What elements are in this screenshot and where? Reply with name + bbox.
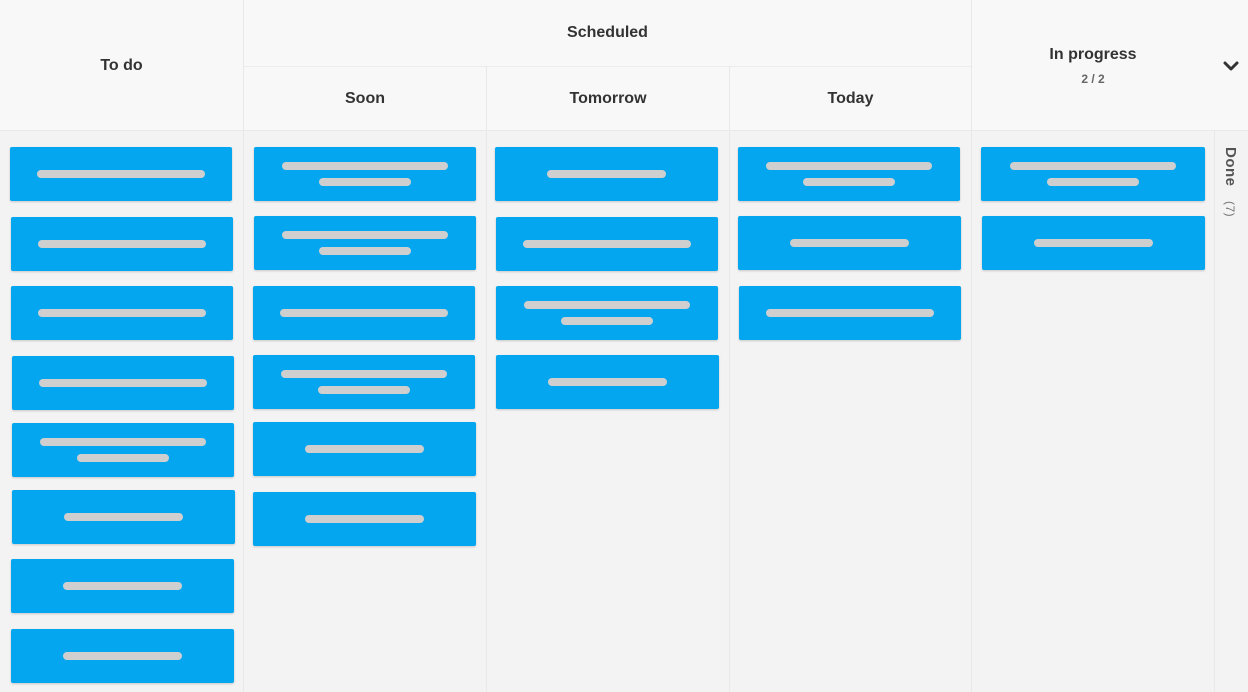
- task-card[interactable]: [11, 559, 234, 613]
- column-done-collapsed[interactable]: Done (7): [1214, 131, 1248, 692]
- task-card[interactable]: [496, 286, 718, 340]
- column-in-progress: [972, 131, 1214, 692]
- task-card[interactable]: [254, 216, 476, 270]
- placeholder-bar: [305, 515, 424, 523]
- column-title-done: Done: [1222, 147, 1239, 187]
- task-card[interactable]: [739, 286, 961, 340]
- column-group-header-scheduled: Scheduled: [244, 0, 971, 66]
- column-header-today: Today: [730, 66, 971, 131]
- placeholder-bar: [318, 386, 410, 394]
- task-card[interactable]: [12, 356, 234, 410]
- column-todo: [0, 131, 243, 692]
- column-group-title-scheduled: Scheduled: [567, 24, 648, 41]
- task-card[interactable]: [738, 216, 961, 270]
- header-divider: [244, 66, 971, 67]
- placeholder-bar: [63, 582, 182, 590]
- placeholder-bar: [282, 162, 448, 170]
- placeholder-bar: [766, 162, 932, 170]
- placeholder-bar: [281, 370, 447, 378]
- column-header-todo: To do: [0, 0, 243, 131]
- wip-limit-count: 2 / 2: [1081, 71, 1105, 86]
- board-header: To do Scheduled Soon Tomorrow Today In p…: [0, 0, 1248, 131]
- task-card[interactable]: [495, 147, 718, 201]
- task-card[interactable]: [254, 147, 476, 201]
- column-separator: [971, 0, 972, 692]
- task-card[interactable]: [11, 286, 233, 340]
- task-card[interactable]: [496, 355, 719, 409]
- column-separator: [486, 66, 487, 692]
- placeholder-bar: [39, 379, 207, 387]
- placeholder-bar: [548, 378, 667, 386]
- column-header-soon: Soon: [244, 66, 486, 131]
- column-today: [730, 131, 971, 692]
- placeholder-bar: [547, 170, 666, 178]
- board-columns: [0, 131, 1248, 692]
- column-soon: [244, 131, 486, 692]
- placeholder-bar: [1010, 162, 1176, 170]
- column-title-soon: Soon: [345, 89, 385, 107]
- placeholder-bar: [77, 454, 169, 462]
- placeholder-bar: [280, 309, 448, 317]
- column-title-todo: To do: [100, 56, 143, 74]
- done-count: (7): [1223, 201, 1237, 218]
- placeholder-bar: [37, 170, 205, 178]
- task-card[interactable]: [981, 147, 1205, 201]
- placeholder-bar: [803, 178, 895, 186]
- placeholder-bar: [63, 652, 182, 660]
- placeholder-bar: [319, 178, 411, 186]
- placeholder-bar: [64, 513, 183, 521]
- placeholder-bar: [1034, 239, 1153, 247]
- collapse-button[interactable]: [1214, 44, 1248, 88]
- column-separator: [729, 66, 730, 692]
- placeholder-bar: [524, 301, 690, 309]
- chevron-down-icon: [1223, 61, 1239, 71]
- task-card[interactable]: [11, 629, 234, 683]
- done-label: Done (7): [1222, 147, 1239, 217]
- placeholder-bar: [1047, 178, 1139, 186]
- task-card[interactable]: [253, 422, 476, 476]
- task-card[interactable]: [10, 147, 232, 201]
- placeholder-bar: [38, 240, 206, 248]
- task-card[interactable]: [738, 147, 960, 201]
- placeholder-bar: [38, 309, 206, 317]
- task-card[interactable]: [11, 217, 233, 271]
- column-title-in-progress: In progress: [1049, 45, 1137, 63]
- column-title-tomorrow: Tomorrow: [569, 89, 647, 107]
- placeholder-bar: [561, 317, 653, 325]
- task-card[interactable]: [253, 355, 475, 409]
- placeholder-bar: [319, 247, 411, 255]
- task-card[interactable]: [12, 490, 235, 544]
- task-card[interactable]: [253, 286, 475, 340]
- task-card[interactable]: [982, 216, 1205, 270]
- column-header-tomorrow: Tomorrow: [487, 66, 729, 131]
- placeholder-bar: [766, 309, 934, 317]
- task-card[interactable]: [496, 217, 718, 271]
- column-header-in-progress: In progress 2 / 2: [972, 0, 1214, 131]
- placeholder-bar: [282, 231, 448, 239]
- placeholder-bar: [40, 438, 206, 446]
- placeholder-bar: [790, 239, 909, 247]
- column-separator: [243, 0, 244, 692]
- task-card[interactable]: [12, 423, 234, 477]
- placeholder-bar: [523, 240, 691, 248]
- column-title-today: Today: [827, 89, 874, 107]
- placeholder-bar: [305, 445, 424, 453]
- column-tomorrow: [487, 131, 729, 692]
- task-card[interactable]: [253, 492, 476, 546]
